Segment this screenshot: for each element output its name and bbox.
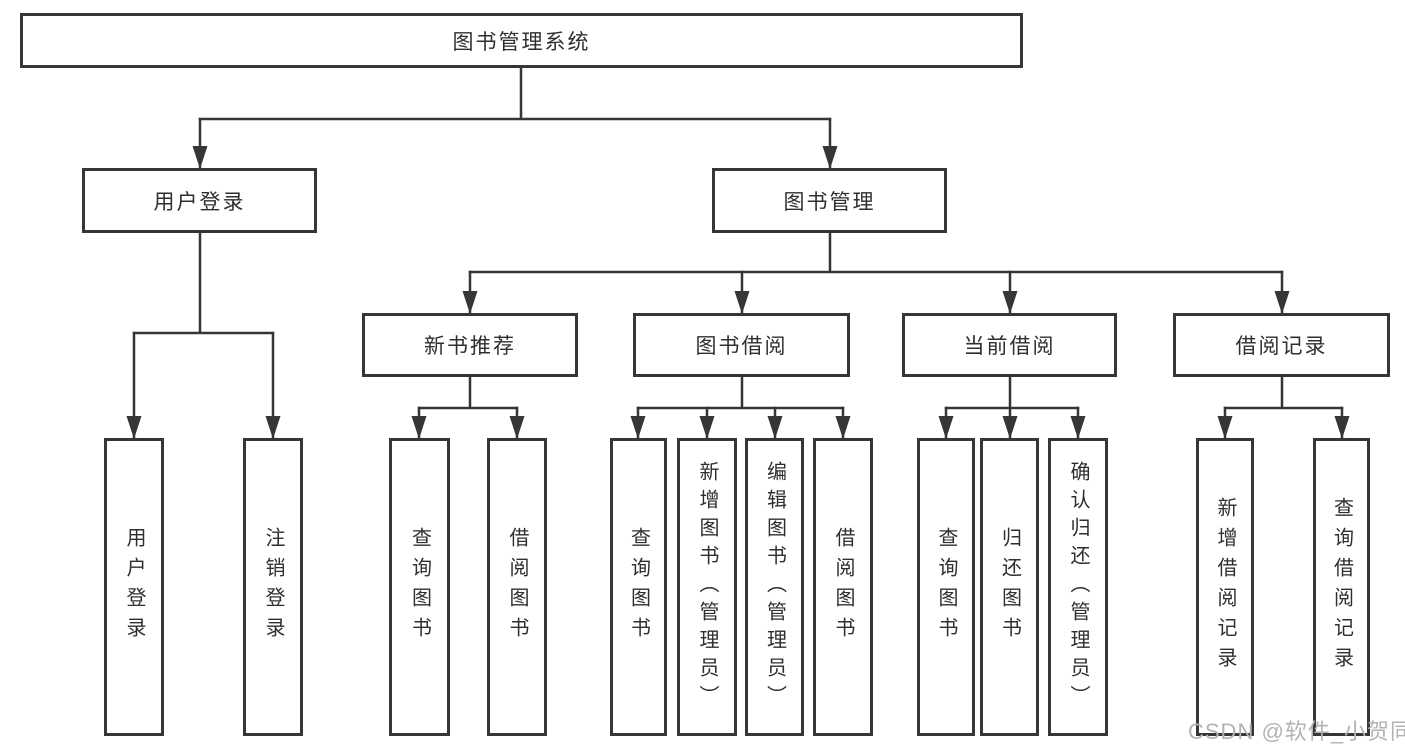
leaf-query-books-current-label: 查询图书: [935, 527, 957, 647]
node-library-system-label: 图书管理系统: [452, 30, 591, 54]
leaf-user-login-label: 用户登录: [123, 527, 145, 647]
leaf-user-login: 用户登录: [104, 438, 164, 736]
leaf-borrow-books-recommend: 借阅图书: [487, 438, 547, 736]
leaf-edit-books-admin-label: 编辑图书（管理员）: [763, 461, 786, 713]
node-library-system: 图书管理系统: [20, 13, 1023, 68]
leaf-query-books-recommend: 查询图书: [389, 438, 450, 736]
leaf-query-books-recommend-label: 查询图书: [408, 527, 431, 647]
node-current-borrowing-label: 当前借阅: [963, 335, 1056, 358]
leaf-logout: 注销登录: [243, 438, 303, 736]
leaf-confirm-return-admin: 确认归还（管理员）: [1048, 438, 1108, 736]
leaf-query-borrow-record: 查询借阅记录: [1313, 438, 1370, 736]
leaf-query-books-borrow-label: 查询图书: [627, 527, 650, 647]
leaf-add-books-admin-label: 新增图书（管理员）: [696, 461, 718, 713]
leaf-confirm-return-admin-label: 确认归还（管理员）: [1067, 461, 1089, 713]
node-book-borrowing: 图书借阅: [633, 313, 850, 377]
leaf-return-books: 归还图书: [980, 438, 1039, 736]
leaf-edit-books-admin: 编辑图书（管理员）: [745, 438, 804, 736]
node-new-book-recommendation: 新书推荐: [362, 313, 578, 377]
leaf-add-borrow-record: 新增借阅记录: [1196, 438, 1254, 736]
node-borrowing-records: 借阅记录: [1173, 313, 1390, 377]
node-book-management: 图书管理: [712, 168, 947, 233]
node-user-login-label: 用户登录: [153, 190, 246, 214]
leaf-borrow-books: 借阅图书: [813, 438, 873, 736]
node-user-login: 用户登录: [82, 168, 317, 233]
node-borrowing-records-label: 借阅记录: [1235, 335, 1328, 358]
node-book-management-label: 图书管理: [783, 190, 876, 214]
leaf-return-books-label: 归还图书: [998, 527, 1021, 647]
leaf-logout-label: 注销登录: [262, 527, 284, 647]
leaf-query-books-current: 查询图书: [917, 438, 975, 736]
connector-rails: [132, 66, 1344, 410]
leaf-add-books-admin: 新增图书（管理员）: [677, 438, 737, 736]
leaf-query-borrow-record-label: 查询借阅记录: [1330, 497, 1353, 677]
watermark: CSDN @软件_小贺同学: [1188, 719, 1405, 744]
leaf-add-borrow-record-label: 新增借阅记录: [1214, 497, 1236, 677]
leaf-borrow-books-recommend-label: 借阅图书: [506, 527, 528, 647]
node-current-borrowing: 当前借阅: [902, 313, 1117, 377]
leaf-query-books-borrow: 查询图书: [610, 438, 667, 736]
node-new-book-recommendation-label: 新书推荐: [424, 335, 516, 358]
node-book-borrowing-label: 图书借阅: [695, 335, 788, 358]
leaf-borrow-books-label: 借阅图书: [832, 527, 854, 647]
